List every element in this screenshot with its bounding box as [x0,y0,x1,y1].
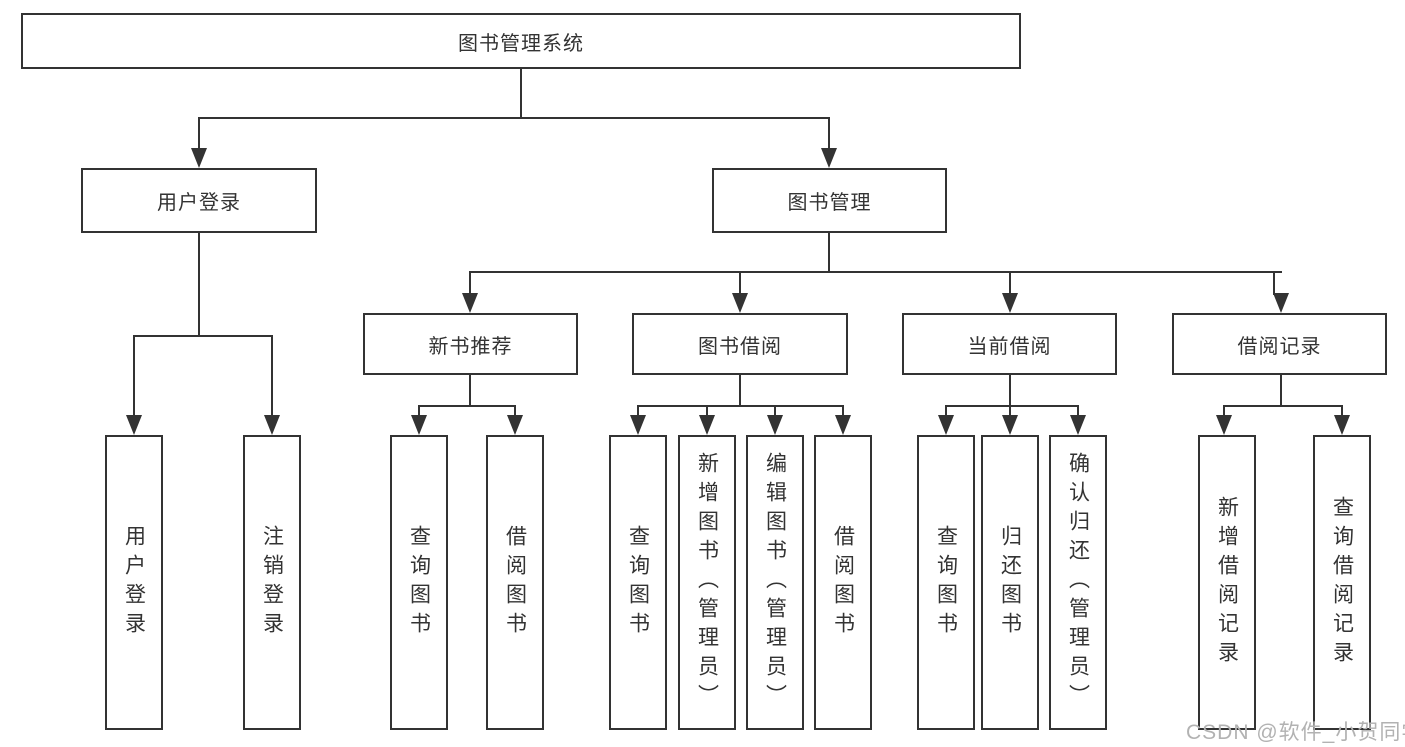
edge-drop [842,405,844,417]
arrow-down-icon [1002,415,1018,435]
leaf-current-confirm-return-admin: 确认归还（管理员） [1049,435,1107,730]
leaf-current-return-books: 归还图书 [981,435,1039,730]
edge-drop [514,405,516,417]
leaf-user-login-label: 用户登录 [122,524,146,641]
arrow-down-icon [1334,415,1350,435]
edge-drop-leaf-login [133,335,135,417]
edge-newbook-bus [418,405,516,407]
leaf-newbook-borrow-books-label: 借阅图书 [503,524,527,641]
edge-drop [1009,405,1011,417]
arrow-down-icon [264,415,280,435]
edge-bookborrow-bus [637,405,844,407]
edge-currentborrow-bus [945,405,1079,407]
node-book-borrow-label: 图书借阅 [698,335,782,358]
arrow-down-icon [191,148,207,168]
edge-bookmgmt-bus [469,271,1282,273]
edge-currentborrow-stem [1009,375,1011,406]
arrow-down-icon [1070,415,1086,435]
node-book-mgmt: 图书管理 [712,168,947,233]
arrow-down-icon [835,415,851,435]
edge-drop [1077,405,1079,417]
leaf-record-query: 查询借阅记录 [1313,435,1371,730]
node-user-login-label: 用户登录 [157,192,241,214]
arrow-down-icon [821,148,837,168]
edge-drop [945,405,947,417]
edge-bookborrow-stem [739,375,741,406]
edge-borrowrecord-bus [1223,405,1343,407]
arrow-down-icon [630,415,646,435]
leaf-record-add-label: 新增借阅记录 [1215,495,1239,670]
node-new-book-recommend-label: 新书推荐 [428,335,513,358]
edge-drop-book-mgmt [828,117,830,150]
edge-userlogin-bus [133,335,273,337]
node-book-borrow: 图书借阅 [632,313,848,375]
edge-bookmgmt-stem [828,233,830,273]
node-current-borrow: 当前借阅 [902,313,1117,375]
leaf-borrow-lend-books-label: 借阅图书 [831,524,855,641]
leaf-borrow-query-books: 查询图书 [609,435,667,730]
node-borrow-record-label: 借阅记录 [1237,335,1322,358]
node-root-label: 图书管理系统 [458,32,584,55]
leaf-record-query-label: 查询借阅记录 [1330,495,1354,670]
arrow-down-icon [699,415,715,435]
edge-drop [774,405,776,417]
leaf-current-confirm-return-admin-label: 确认归还（管理员） [1066,452,1090,713]
node-current-borrow-label: 当前借阅 [967,335,1052,358]
node-root: 图书管理系统 [21,13,1021,69]
arrow-down-icon [462,293,478,313]
arrow-down-icon [767,415,783,435]
edge-drop-leaf-logout [271,335,273,417]
leaf-borrow-add-books-admin: 新增图书（管理员） [678,435,736,730]
leaf-borrow-lend-books: 借阅图书 [814,435,872,730]
leaf-newbook-query-books-label: 查询图书 [407,524,431,641]
node-new-book-recommend: 新书推荐 [363,313,578,375]
arrow-down-icon [938,415,954,435]
arrow-down-icon [126,415,142,435]
leaf-logout: 注销登录 [243,435,301,730]
leaf-borrow-add-books-admin-label: 新增图书（管理员） [695,452,719,713]
edge-drop [1341,405,1343,417]
arrow-down-icon [732,293,748,313]
edge-drop-bookborrow [739,271,741,295]
leaf-borrow-edit-books-admin: 编辑图书（管理员） [746,435,804,730]
node-user-login: 用户登录 [81,168,317,233]
arrow-down-icon [507,415,523,435]
arrow-down-icon [1273,293,1289,313]
edge-root-stem [520,69,522,117]
csdn-watermark: CSDN @软件_小贺同学 [1186,721,1405,744]
leaf-current-query-books: 查询图书 [917,435,975,730]
edge-drop-newbook [469,271,471,295]
edge-borrowrecord-stem [1280,375,1282,406]
node-book-mgmt-label: 图书管理 [787,192,872,214]
leaf-borrow-query-books-label: 查询图书 [626,524,650,641]
leaf-newbook-query-books: 查询图书 [390,435,448,730]
edge-drop [706,405,708,417]
leaf-current-query-books-label: 查询图书 [934,524,958,641]
leaf-user-login: 用户登录 [105,435,163,730]
edge-drop-borrowrecord [1273,271,1275,295]
arrow-down-icon [411,415,427,435]
edge-drop [637,405,639,417]
leaf-borrow-edit-books-admin-label: 编辑图书（管理员） [763,452,787,713]
leaf-record-add: 新增借阅记录 [1198,435,1256,730]
arrow-down-icon [1002,293,1018,313]
edge-drop [418,405,420,417]
leaf-newbook-borrow-books: 借阅图书 [486,435,544,730]
leaf-current-return-books-label: 归还图书 [998,524,1022,641]
edge-newbook-stem [469,375,471,406]
arrow-down-icon [1216,415,1232,435]
edge-userlogin-stem [198,233,200,336]
edge-drop-user-login [198,117,200,150]
edge-drop [1223,405,1225,417]
node-borrow-record: 借阅记录 [1172,313,1387,375]
edge-drop-currentborrow [1009,271,1011,295]
edge-root-bus [198,117,830,119]
leaf-logout-label: 注销登录 [260,524,284,641]
